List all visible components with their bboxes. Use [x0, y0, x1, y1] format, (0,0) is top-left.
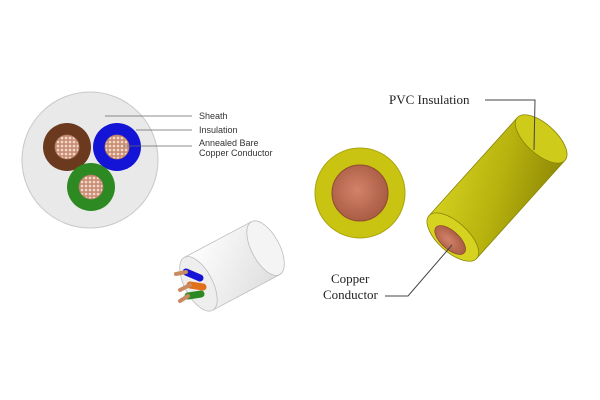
core-blue — [93, 123, 141, 171]
core-brown — [43, 123, 91, 171]
blue-core-conductor — [104, 134, 130, 160]
conductor-label-line1: Annealed Bare — [199, 138, 259, 148]
yellow-cable-back-end — [514, 114, 568, 164]
white-sheath-back-end — [246, 220, 285, 276]
green-core-conductor — [78, 174, 104, 200]
copper-conductor-disc — [331, 164, 389, 222]
pvc-insulation-label: PVC Insulation — [389, 92, 470, 107]
three-core-cross-section: Sheath Insulation Annealed Bare Copper C… — [21, 91, 273, 229]
copper-conductor-leader-line — [385, 244, 453, 297]
conductor-label-line2: Copper Conductor — [199, 148, 273, 158]
multicore-cable-3d — [174, 220, 285, 312]
yellow-cable-body — [429, 117, 565, 259]
pvc-insulation-leader-line — [485, 99, 536, 151]
core-green — [67, 163, 115, 211]
single-core-cable-3d: PVC Insulation Copper Conductor — [323, 92, 568, 302]
copper-conductor-label-line1: Copper — [331, 271, 370, 286]
insulation-label: Insulation — [199, 125, 238, 135]
copper-core-end — [434, 225, 466, 255]
copper-conductor-label-line2: Conductor — [323, 287, 379, 302]
single-core-cross-section — [314, 147, 406, 239]
sheath-label: Sheath — [199, 111, 228, 121]
multicore-wire-ends — [174, 268, 207, 303]
brown-core-conductor — [54, 134, 80, 160]
